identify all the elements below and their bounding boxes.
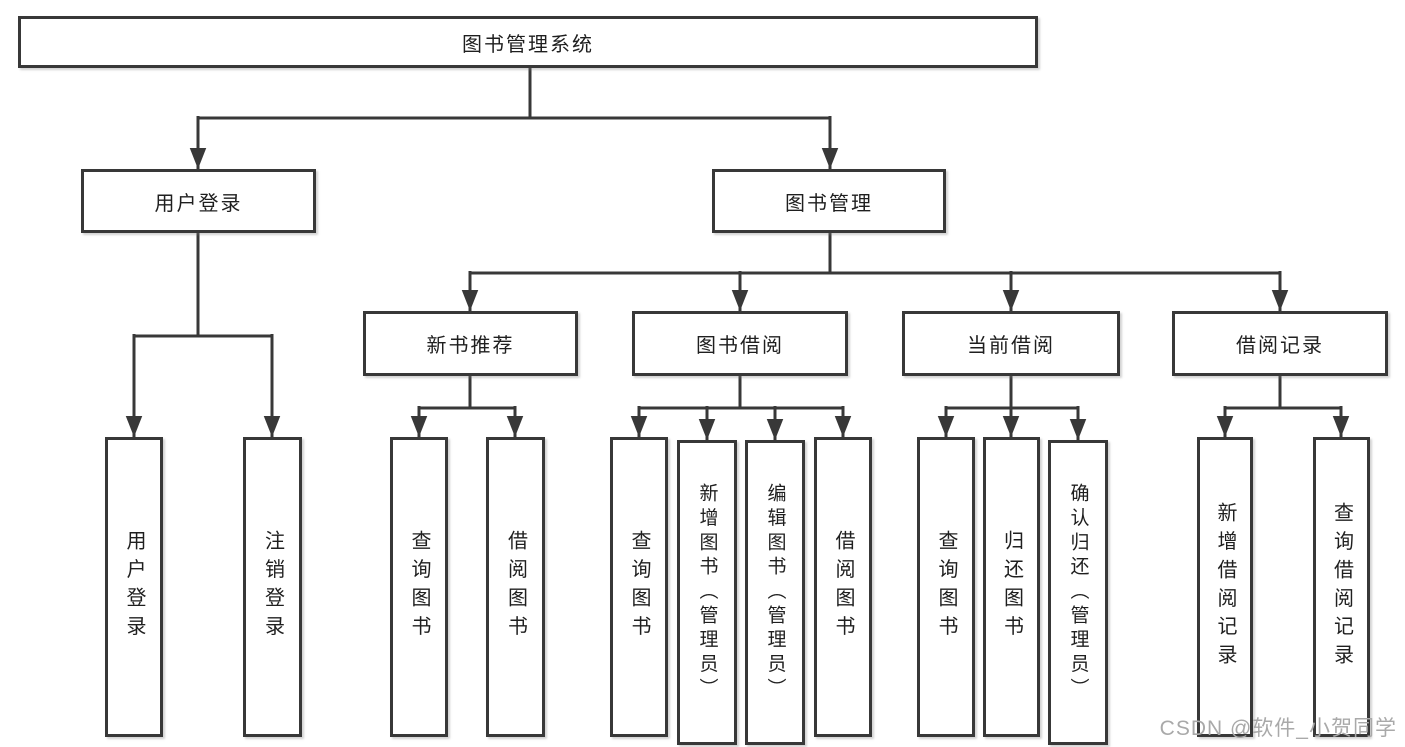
leaf-borrow-books: 借阅图书 <box>814 437 872 737</box>
node-user-login: 用户登录 <box>81 169 316 233</box>
leaf-label: 查询借阅记录 <box>1330 501 1353 673</box>
leaf-logout: 注销登录 <box>243 437 302 737</box>
leaf-user-login: 用户登录 <box>105 437 163 737</box>
node-label: 图书借阅 <box>696 335 784 357</box>
node-borrowing-records: 借阅记录 <box>1172 311 1388 376</box>
leaf-add-book-admin: 新增图书（管理员） <box>677 440 737 745</box>
leaf-label: 归还图书 <box>1000 530 1023 644</box>
leaf-label: 确认归还（管理员） <box>1067 483 1089 702</box>
node-label: 图书管理系统 <box>462 33 594 56</box>
node-label: 用户登录 <box>154 192 243 215</box>
leaf-label: 编辑图书（管理员） <box>764 483 786 702</box>
node-label: 当前借阅 <box>967 335 1055 357</box>
node-label: 新书推荐 <box>426 335 515 357</box>
leaf-query-books-recommend: 查询图书 <box>390 437 448 737</box>
watermark-csdn: CSDN @软件_小贺同学 <box>1159 717 1397 740</box>
leaf-label: 新增借阅记录 <box>1214 501 1236 673</box>
leaf-label: 查询图书 <box>408 530 430 644</box>
node-book-borrowing: 图书借阅 <box>632 311 848 376</box>
leaf-label: 借阅图书 <box>504 530 527 644</box>
leaf-confirm-return-admin: 确认归还（管理员） <box>1048 440 1108 745</box>
leaf-label: 新增图书（管理员） <box>696 483 718 702</box>
leaf-label: 用户登录 <box>123 530 145 644</box>
leaf-label: 查询图书 <box>628 530 650 644</box>
node-label: 借阅记录 <box>1236 335 1324 357</box>
leaf-return-book: 归还图书 <box>983 437 1040 737</box>
leaf-query-books-borrow: 查询图书 <box>610 437 668 737</box>
node-library-management-system: 图书管理系统 <box>18 16 1038 68</box>
leaf-label: 注销登录 <box>261 530 284 644</box>
leaf-query-books-current: 查询图书 <box>917 437 975 737</box>
leaf-label: 查询图书 <box>935 530 957 644</box>
node-book-management: 图书管理 <box>712 169 946 233</box>
leaf-add-borrow-record: 新增借阅记录 <box>1197 437 1253 737</box>
node-new-book-recommendation: 新书推荐 <box>363 311 578 376</box>
leaf-borrow-books-recommend: 借阅图书 <box>486 437 545 737</box>
leaf-label: 借阅图书 <box>832 530 854 644</box>
node-current-borrowing: 当前借阅 <box>902 311 1120 376</box>
leaf-query-borrow-record: 查询借阅记录 <box>1313 437 1370 737</box>
leaf-edit-book-admin: 编辑图书（管理员） <box>745 440 805 745</box>
node-label: 图书管理 <box>785 192 873 215</box>
